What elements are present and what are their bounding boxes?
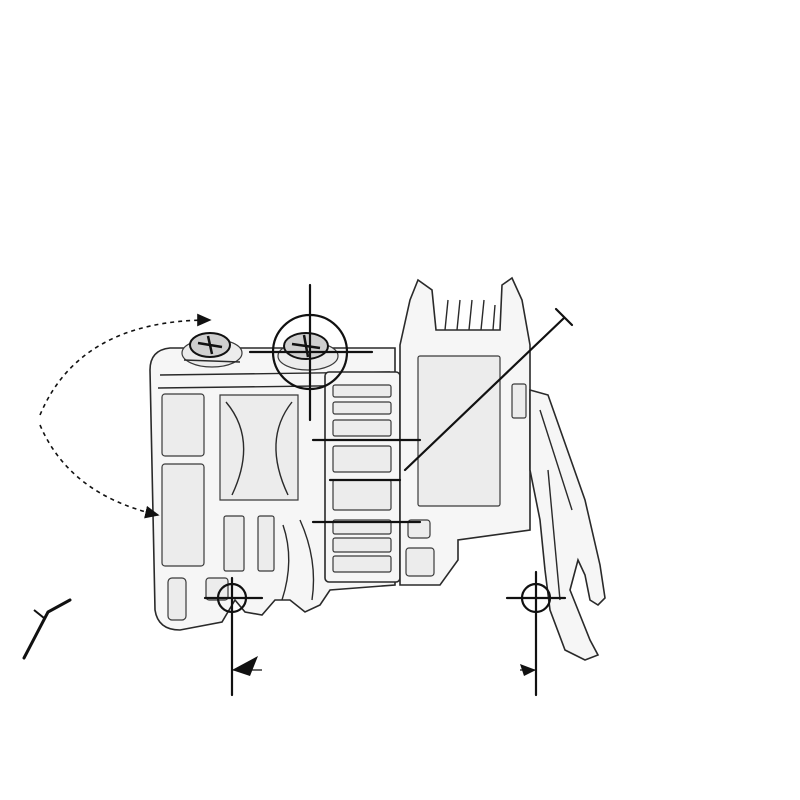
diagonal-arrow — [403, 307, 574, 472]
screwdriver-tip-sketch — [22, 598, 72, 660]
marker-window — [417, 355, 501, 507]
screw-head-left — [181, 332, 243, 368]
dimension-line-bottom — [232, 656, 536, 680]
window-left-bottom — [161, 463, 205, 567]
window-left-top — [161, 393, 205, 457]
dashed-rotation-arrow-icon — [39, 313, 212, 519]
crosshair-foot-right — [505, 570, 567, 697]
crosshair-foot-left — [203, 576, 264, 697]
spring-clamp-section — [324, 371, 401, 583]
dimension-lines-spring — [311, 438, 422, 524]
crosshair-screw — [248, 283, 374, 422]
din-rail-clip — [529, 388, 606, 661]
housing-right-tower — [399, 276, 531, 586]
screw-head-right — [277, 332, 339, 371]
